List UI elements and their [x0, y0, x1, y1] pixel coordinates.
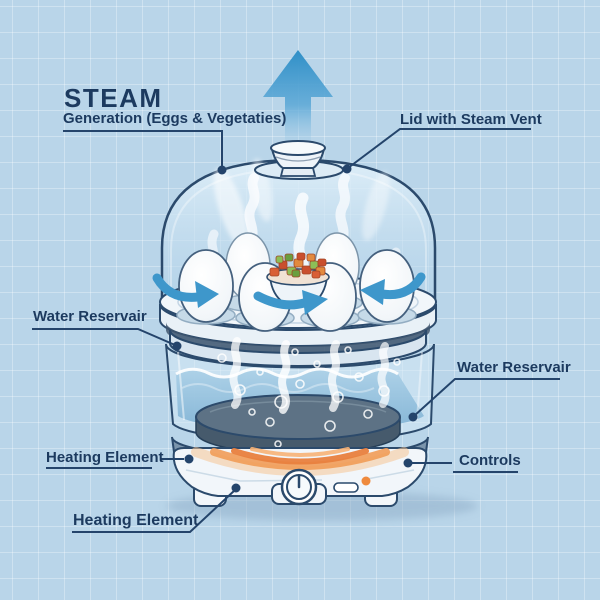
steam-arrow-icon	[263, 50, 333, 150]
leader-dot	[403, 458, 413, 468]
circulation-arrow-center-icon	[253, 290, 328, 315]
leader-heat-bottom	[72, 489, 236, 533]
leader-lines	[32, 128, 560, 533]
circulation-arrows	[152, 272, 426, 315]
leader-dot	[231, 483, 241, 493]
controls-cluster	[271, 468, 371, 506]
diagram-subtitle: Generation (Eggs & Vegetaties)	[63, 110, 287, 127]
power-button[interactable]	[333, 482, 359, 493]
diced-vegetables	[269, 252, 327, 279]
label-controls: Controls	[459, 452, 521, 469]
control-knob[interactable]	[280, 468, 318, 506]
leader-dot	[184, 454, 194, 464]
circulation-arrow-right-icon	[360, 272, 426, 305]
leader-dots	[172, 164, 418, 493]
water-steam-wisps	[229, 337, 390, 414]
leader-dot	[217, 165, 227, 175]
device-shadow	[166, 491, 478, 521]
egg	[178, 249, 234, 323]
leader-dot	[342, 164, 352, 174]
egg	[359, 249, 415, 323]
indicator-light	[361, 476, 371, 486]
label-water-reservoir-right: Water Reservair	[457, 359, 571, 376]
leader-water-right	[413, 378, 560, 417]
label-lid-steam-vent: Lid with Steam Vent	[400, 111, 542, 128]
leader-water-left	[32, 328, 176, 346]
leader-title	[63, 130, 223, 166]
vegetable-bowl	[266, 252, 330, 304]
label-water-reservoir-left: Water Reservair	[33, 308, 147, 325]
diagram-title: STEAM	[64, 83, 163, 113]
leader-lid	[347, 128, 531, 169]
label-heating-element-bottom: Heating Element	[73, 512, 199, 529]
heating-plate	[195, 394, 401, 455]
steam-vent	[254, 140, 344, 180]
leader-dot	[408, 412, 418, 422]
circulation-arrow-left-icon	[152, 273, 219, 308]
leader-dot	[172, 341, 182, 351]
label-heating-element-left: Heating Element	[46, 449, 164, 466]
